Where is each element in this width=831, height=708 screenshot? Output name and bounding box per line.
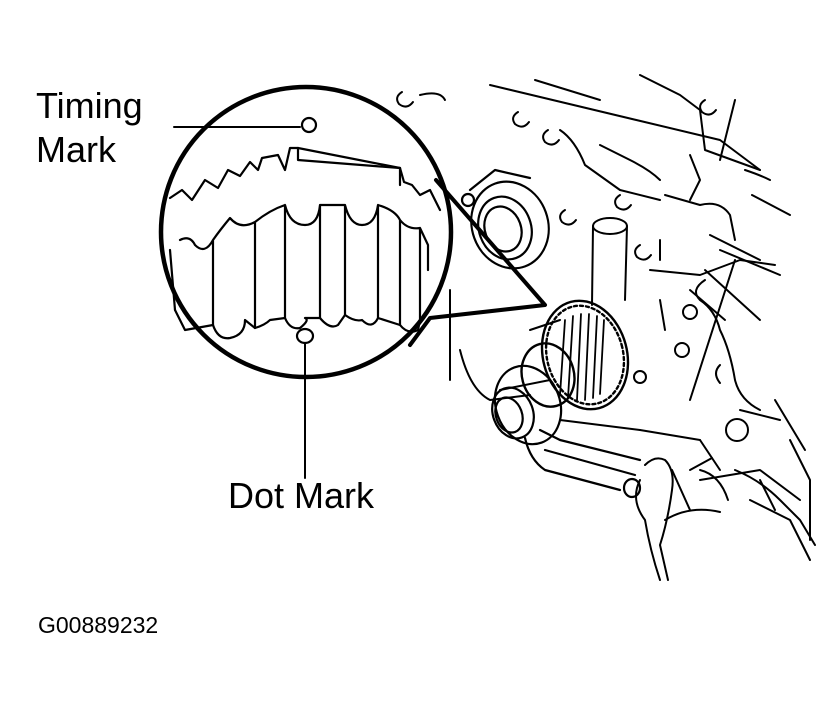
crankshaft-pulley (520, 299, 630, 411)
magnified-pulley (168, 116, 442, 345)
socket-and-wrench (491, 364, 642, 499)
bolt-heads (396, 91, 749, 442)
hand (635, 457, 816, 581)
idler-pulley (460, 168, 550, 270)
timing-mark-label-line2: Mark (36, 129, 116, 170)
timing-mark-label-line1: Timing (36, 85, 143, 126)
leader-lines (173, 126, 306, 479)
cylinder-boss (591, 217, 628, 306)
figure-id: G00889232 (38, 612, 159, 638)
dot-mark-label: Dot Mark (228, 475, 375, 516)
engine-block-lines (419, 74, 811, 561)
timing-mark-label: Timing Mark (36, 84, 143, 172)
